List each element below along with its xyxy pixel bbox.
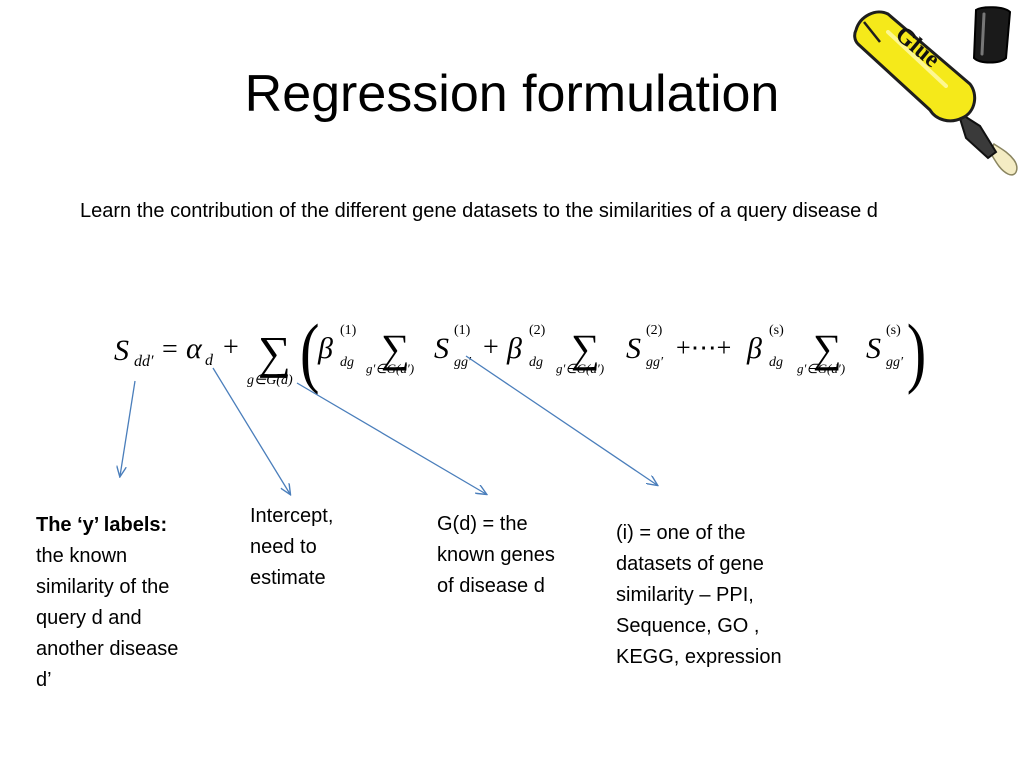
annotation-gene-set: G(d) = the known genes of disease d — [437, 509, 597, 602]
glue-tube-highlight — [886, 30, 948, 88]
beta-s: β — [746, 332, 762, 365]
S-1-sub: gg′ — [454, 355, 472, 370]
S-2-sup: (2) — [646, 323, 663, 338]
y-labels-line: query d and — [36, 607, 142, 629]
beta-2: β — [506, 332, 522, 365]
S-s-sup: (s) — [886, 323, 901, 338]
y-labels-line: similarity of the — [36, 576, 170, 598]
beta-s-sub: dg — [769, 355, 783, 370]
glue-cap — [972, 6, 1012, 64]
beta-1-sub: dg — [340, 355, 354, 370]
outer-sum-symbol: ∑ — [258, 327, 291, 378]
glue-cap-shine — [980, 12, 986, 56]
formula-equals: = — [162, 334, 178, 365]
formula-S: S — [114, 334, 129, 367]
inner-sum-1-sub: g′∈G(d′) — [366, 361, 414, 376]
left-paren: ( — [300, 309, 319, 395]
inner-sum-2: ∑ — [571, 326, 600, 371]
gene-set-line: of disease d — [437, 575, 545, 597]
formula-plus-1: + — [223, 332, 239, 363]
formula-plus-2: + — [483, 332, 499, 363]
annotation-arrows — [120, 355, 657, 494]
glue-nozzle — [956, 109, 998, 160]
beta-2-sub: dg — [529, 355, 543, 370]
inner-sum-2-sub: g′∈G(d′) — [556, 361, 604, 376]
arrow-intercept — [212, 367, 290, 494]
gene-set-line: known genes — [437, 544, 555, 566]
inner-sum-1: ∑ — [381, 326, 410, 371]
slide-subtitle: Learn the contribution of the different … — [80, 200, 878, 222]
dataset-line: (i) = one of the — [616, 522, 746, 544]
right-paren: ) — [907, 309, 926, 395]
dataset-line: KEGG, expression — [616, 646, 782, 668]
S-2: S — [626, 332, 641, 365]
glue-tube-crimp — [863, 21, 881, 43]
dataset-line: datasets of gene — [616, 553, 764, 575]
y-labels-line: another disease — [36, 638, 179, 660]
intercept-line: Intercept, — [250, 505, 334, 527]
arrow-y-labels — [120, 380, 136, 476]
beta-s-sup: (s) — [769, 323, 784, 338]
arrow-dataset-index — [465, 355, 657, 485]
formula-sub-dd: dd′ — [134, 353, 154, 370]
y-labels-heading: The ‘y’ labels: — [36, 514, 168, 536]
beta-1-sup: (1) — [340, 323, 357, 338]
intercept-line: need to — [250, 536, 317, 558]
beta-1: β — [317, 332, 333, 365]
formula-alpha: α — [186, 332, 203, 365]
glue-tube-icon: Glue — [853, 6, 1018, 176]
outer-sum-subscript: g∈G(d) — [247, 373, 293, 388]
formula-alpha-sub: d — [205, 352, 214, 369]
slide-title: Regression formulation — [244, 65, 780, 123]
formula-dots: +⋯+ — [676, 333, 731, 362]
dataset-line: Sequence, GO , — [616, 615, 760, 637]
S-1-sup: (1) — [454, 323, 471, 338]
y-labels-line: the known — [36, 545, 128, 567]
formula-term-s: β (s) dg ∑ g′∈G(d′) S (s) gg′ ) — [746, 309, 926, 395]
S-1: S — [434, 332, 449, 365]
formula-term-1: β (1) dg ∑ g′∈G(d′) S (1) gg′ + — [317, 323, 499, 376]
inner-sum-s: ∑ — [813, 326, 842, 371]
inner-sum-s-sub: g′∈G(d′) — [797, 361, 845, 376]
S-s-sub: gg′ — [886, 355, 904, 370]
annotation-intercept: Intercept, need to estimate — [250, 501, 380, 594]
glue-tube-body — [853, 10, 977, 123]
S-s: S — [866, 332, 881, 365]
formula-lhs: S dd′ = α d + — [114, 332, 239, 370]
S-2-sub: gg′ — [646, 355, 664, 370]
dataset-line: similarity – PPI, — [616, 584, 754, 606]
formula-outer-sum: ∑ g∈G(d) ( — [247, 309, 319, 395]
formula-term-2: β (2) dg ∑ g′∈G(d′) S (2) gg′ +⋯+ — [506, 323, 731, 376]
arrow-gene-set — [296, 382, 486, 494]
annotation-y-labels: The ‘y’ labels: the known similarity of … — [36, 510, 216, 696]
y-labels-line: d’ — [36, 669, 52, 691]
annotation-dataset-index: (i) = one of the datasets of gene simila… — [616, 518, 816, 673]
gene-set-line: G(d) = the — [437, 513, 528, 535]
intercept-line: estimate — [250, 567, 326, 589]
beta-2-sup: (2) — [529, 323, 546, 338]
